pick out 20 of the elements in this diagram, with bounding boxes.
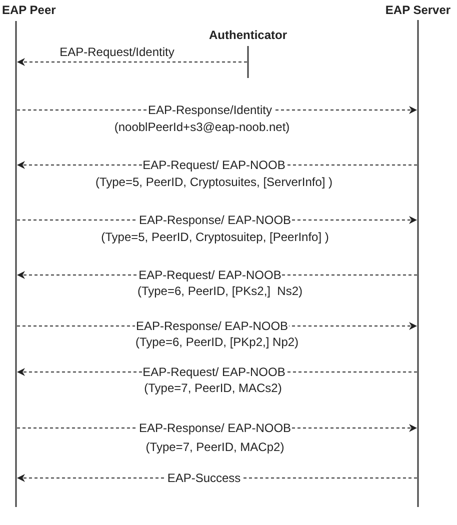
edge-label: EAP-Request/ EAP-NOOB — [142, 158, 286, 172]
edge-label: EAP-Request/ EAP-NOOB — [142, 365, 286, 379]
message-parameters: (Type=7, PeerID, MACs2) — [144, 381, 282, 395]
participant-label: EAP Peer — [2, 3, 56, 17]
edge-label: EAP-Success — [166, 471, 242, 485]
participant-label: Authenticator — [209, 28, 287, 42]
edge-label: EAP-Response/ EAP-NOOB — [138, 213, 292, 227]
message-parameters: (nooblPeerId+s3@eap-noob.net) — [114, 120, 290, 134]
edge-label: EAP-Response/Identity — [146, 103, 274, 117]
edge-label: EAP-Request/Identity — [58, 45, 176, 59]
message-parameters: (Type=7, PeerID, MACp2) — [146, 440, 284, 454]
message-parameters: (Type=5, PeerID, Cryptosuites, [ServerInfo] ) — [95, 175, 333, 189]
message-parameters: (Type=6, PeerID, [PKp2,] Np2) — [135, 335, 299, 349]
message-arrow — [16, 58, 248, 66]
message-parameters: (Type=6, PeerID, [PKs2,] Ns2) — [137, 284, 303, 298]
edge-label: EAP-Request/ EAP-NOOB — [138, 268, 282, 282]
edge-label: EAP-Response/ EAP-NOOB — [134, 319, 290, 333]
message-parameters: (Type=5, PeerID, Cryptosuitep, [PeerInfo] ) — [101, 230, 329, 244]
participant-label: EAP Server — [385, 3, 451, 17]
edge-label: EAP-Response/ EAP-NOOB — [138, 421, 292, 435]
